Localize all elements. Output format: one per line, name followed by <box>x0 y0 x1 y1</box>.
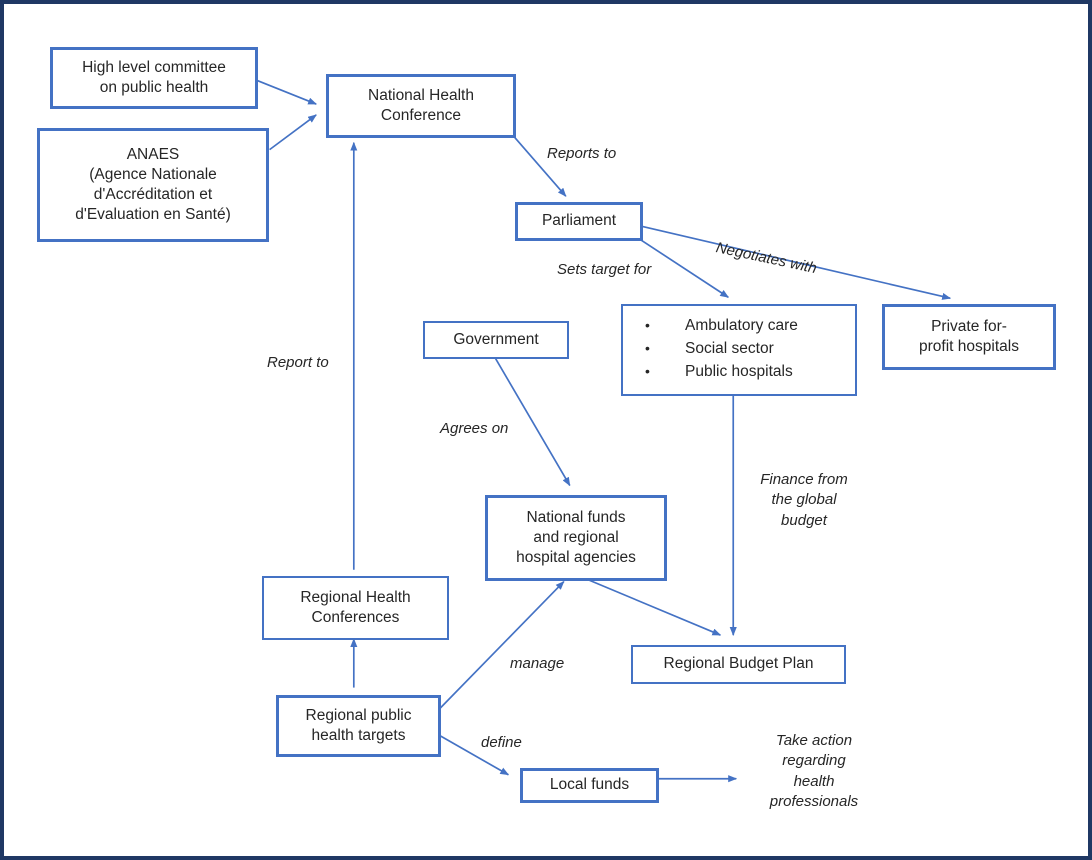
node-label: Government <box>453 330 539 348</box>
node-label: Conferences <box>311 609 400 626</box>
arrow-anaes-to-nhc <box>269 114 317 151</box>
edge-label-sets-target-for: Sets target for <box>557 261 652 278</box>
node-label: on public health <box>99 79 209 96</box>
node-label: Regional Budget Plan <box>663 655 814 673</box>
list-item: • Public hospitals <box>631 362 847 385</box>
node-label: Local funds <box>549 776 630 794</box>
edge-label-line: the global <box>771 491 837 509</box>
node-label: Regional public <box>305 706 412 724</box>
arrow-targets-to-funds-manage <box>438 580 565 710</box>
arrow-parliament-to-private <box>639 225 952 300</box>
node-regional-targets: Regional public health targets <box>276 695 441 757</box>
edge-label-define: define <box>481 734 522 751</box>
connector-layer <box>256 79 952 783</box>
node-label: hospital agencies <box>516 549 636 567</box>
node-label: ANAES <box>126 145 180 163</box>
arrow-government-to-funds <box>493 356 571 487</box>
node-label: d'Accréditation et <box>93 186 213 203</box>
edge-label-reports-to: Reports to <box>547 145 617 162</box>
edge-label-line: Finance from <box>760 471 848 488</box>
edge-label-line: professionals <box>769 792 859 810</box>
node-regional-health-conferences: Regional Health Conferences <box>262 576 449 640</box>
arrow-targets-to-local-define <box>438 734 510 776</box>
node-label: profit hospitals <box>919 338 1019 355</box>
node-anaes: ANAES (Agence Nationale d'Accréditation … <box>37 128 269 242</box>
node-label: High level committee <box>82 58 226 76</box>
node-label: Public hospitals <box>685 362 793 380</box>
node-label: Conference <box>380 107 462 124</box>
edge-label-manage: manage <box>510 655 565 672</box>
edge-label-finance: Finance from the global budget <box>742 470 866 531</box>
node-national-funds: National funds and regional hospital age… <box>485 495 667 581</box>
node-national-health-conference: National Health Conference <box>326 74 516 138</box>
node-parliament: Parliament <box>515 202 643 241</box>
node-label: health targets <box>311 727 406 744</box>
arrow-funds-to-budget <box>580 575 722 636</box>
node-sectors-list: • Ambulatory care • Social sector • Publ… <box>621 304 857 396</box>
list-item: • Ambulatory care <box>631 316 847 339</box>
bullet-icon: • <box>645 339 650 356</box>
list-item: • Social sector <box>631 339 847 362</box>
node-high-level-committee: High level committee on public health <box>50 47 258 109</box>
node-label: Social sector <box>685 339 774 357</box>
node-private-hospitals: Private for- profit hospitals <box>882 304 1056 370</box>
node-label: Parliament <box>541 212 617 230</box>
node-label: National Health <box>368 86 474 104</box>
edge-label-report-to: Report to <box>267 354 329 371</box>
node-regional-budget-plan: Regional Budget Plan <box>631 645 846 684</box>
edge-label-line: budget <box>781 511 827 529</box>
node-label: National funds <box>526 508 626 526</box>
edge-label-line: Take action <box>775 732 853 749</box>
node-government: Government <box>423 321 569 359</box>
node-label: and regional <box>533 528 619 546</box>
edge-label-line: health <box>793 772 835 790</box>
edge-label-line: regarding <box>782 752 846 770</box>
bullet-icon: • <box>645 362 650 379</box>
bullet-icon: • <box>645 316 650 333</box>
edge-label-agrees-on: Agrees on <box>440 420 509 437</box>
arrow-nhc-to-parliament <box>512 135 567 197</box>
arrow-parliament-to-sectors <box>638 238 730 298</box>
node-label: Private for- <box>931 317 1007 335</box>
edge-label-take-action: Take action regarding health professiona… <box>744 731 884 812</box>
arrow-committee-to-nhc <box>256 79 317 105</box>
node-label: Regional Health <box>300 588 411 606</box>
node-label: (Agence Nationale <box>89 165 217 183</box>
node-label: d'Evaluation en Santé) <box>75 206 231 224</box>
node-label: Ambulatory care <box>685 316 798 334</box>
node-local-funds: Local funds <box>520 768 659 803</box>
